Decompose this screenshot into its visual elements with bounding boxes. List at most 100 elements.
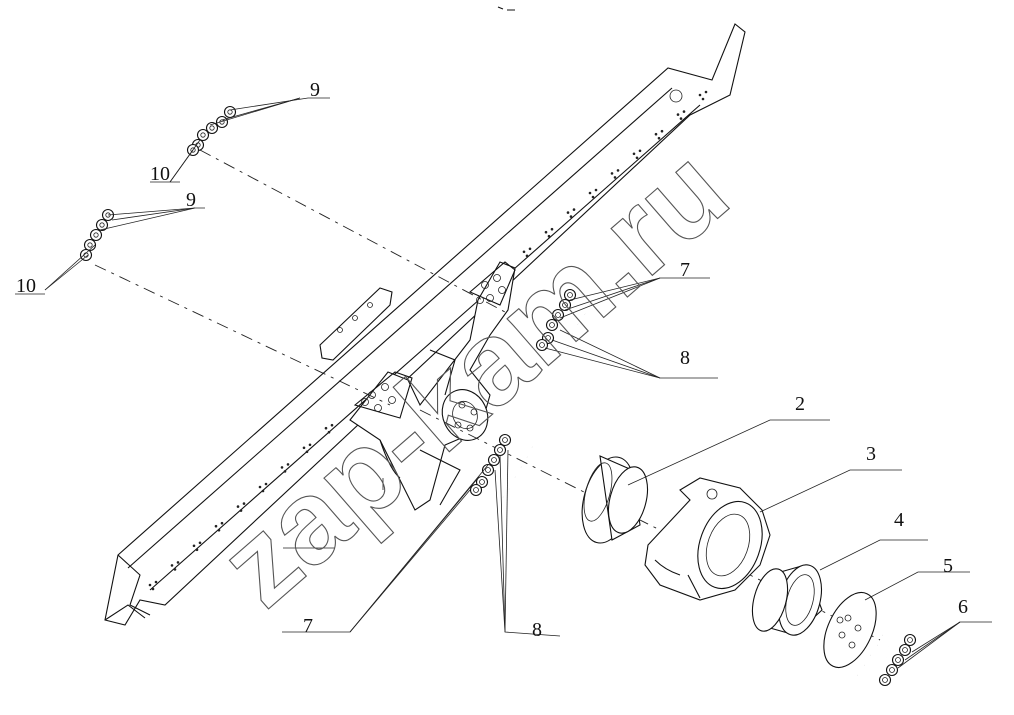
nut-hole	[889, 667, 895, 673]
part-5-cover	[823, 592, 877, 668]
spring-bracket	[349, 261, 516, 511]
rail-hole	[195, 548, 199, 552]
nut	[95, 218, 109, 232]
nut-hole	[87, 242, 93, 248]
rail-hole	[148, 583, 152, 587]
callout-5: 5	[943, 555, 953, 577]
nut-hole	[539, 342, 545, 348]
rail-hole	[192, 544, 196, 548]
hex-nut	[878, 673, 892, 687]
hex-nut	[545, 318, 559, 332]
rail-hole	[569, 215, 573, 218]
nut	[196, 128, 210, 142]
rail-hole	[679, 117, 683, 120]
nut	[83, 238, 97, 252]
rail-hole	[261, 489, 265, 493]
hex-nut	[903, 633, 917, 647]
hex-nut	[898, 643, 912, 657]
rail-hole	[286, 463, 290, 466]
part-4-ring	[751, 564, 823, 636]
rail-hole	[657, 136, 661, 140]
rail-hole	[305, 450, 309, 454]
hex-nut	[498, 433, 512, 447]
nut-hole	[200, 132, 206, 138]
nut-hole	[473, 487, 479, 493]
nut-hole	[502, 437, 508, 443]
nut-hole	[549, 322, 555, 328]
rail-hole	[264, 482, 268, 486]
rail-hole	[704, 90, 708, 94]
rail-hole	[591, 195, 595, 199]
nuts-9-washers-10	[79, 105, 237, 262]
nut-hole	[491, 457, 497, 463]
callout-8-lower: 8	[532, 619, 542, 641]
rail-hole	[525, 254, 529, 258]
bolt-line-upper	[199, 149, 506, 313]
nut	[79, 248, 93, 262]
rail-hole	[176, 561, 180, 564]
nut-hole	[93, 232, 99, 238]
callout-2: 2	[795, 393, 805, 415]
nut-hole	[895, 657, 901, 663]
nut-hole	[562, 302, 568, 308]
rail-hole	[698, 93, 702, 97]
rail-hole	[676, 113, 680, 116]
hex-nut	[535, 338, 549, 352]
bolts-7-lower	[469, 433, 533, 499]
callout-6: 6	[958, 596, 968, 618]
rail-hole	[660, 129, 664, 133]
rail-hole	[616, 169, 620, 172]
rail-hole	[635, 156, 639, 160]
rail-hole	[327, 430, 331, 434]
rail-hole	[547, 234, 551, 238]
rail-hole	[654, 132, 658, 136]
nut-hole	[99, 222, 105, 228]
hex-nut	[481, 463, 495, 477]
rail-hole	[594, 188, 598, 192]
rail-hole-large	[669, 89, 683, 103]
nut	[205, 121, 219, 135]
bracket-holes	[361, 274, 506, 432]
rail-hole	[522, 250, 526, 254]
frame-rail	[104, 23, 746, 626]
rail-hole-pattern	[148, 89, 708, 591]
callout-labels: 9 10 9 10 7 8 2 3 4 5 6 7 8	[16, 79, 968, 641]
rail-hole	[528, 247, 532, 251]
rail-hole	[280, 466, 284, 469]
nut	[89, 228, 103, 242]
rail-hole	[283, 470, 287, 473]
nut-hole	[485, 467, 491, 473]
rail-hole	[302, 446, 306, 450]
rail-hole	[151, 587, 155, 591]
part-6-bolts	[857, 633, 917, 687]
rail-hole	[613, 176, 617, 179]
rail-hole	[170, 564, 174, 567]
rail-hole	[544, 230, 548, 234]
rail-hole	[220, 521, 224, 525]
nut-hole	[567, 292, 573, 298]
hex-nut	[885, 663, 899, 677]
callout-4: 4	[894, 509, 904, 531]
rail-hole	[550, 227, 554, 231]
hex-nut	[469, 483, 483, 497]
hex-nut	[475, 475, 489, 489]
part-3-housing	[644, 477, 771, 601]
rail-hole	[258, 485, 262, 489]
callout-8-upper: 8	[680, 347, 690, 369]
rail-hole	[682, 110, 686, 113]
nut-hole	[497, 447, 503, 453]
rail-hole	[330, 423, 334, 427]
rail-hole	[701, 97, 705, 101]
hex-nut	[891, 653, 905, 667]
rail-hole	[239, 509, 243, 512]
nut-hole	[555, 312, 561, 318]
hex-nut	[493, 443, 507, 457]
nut-hole	[479, 479, 485, 485]
rail-hole	[324, 426, 328, 430]
nut-hole	[545, 335, 551, 341]
rail-hole	[632, 152, 636, 156]
rail-bracket-plate	[319, 287, 393, 361]
bolt-line-lower	[94, 264, 391, 406]
